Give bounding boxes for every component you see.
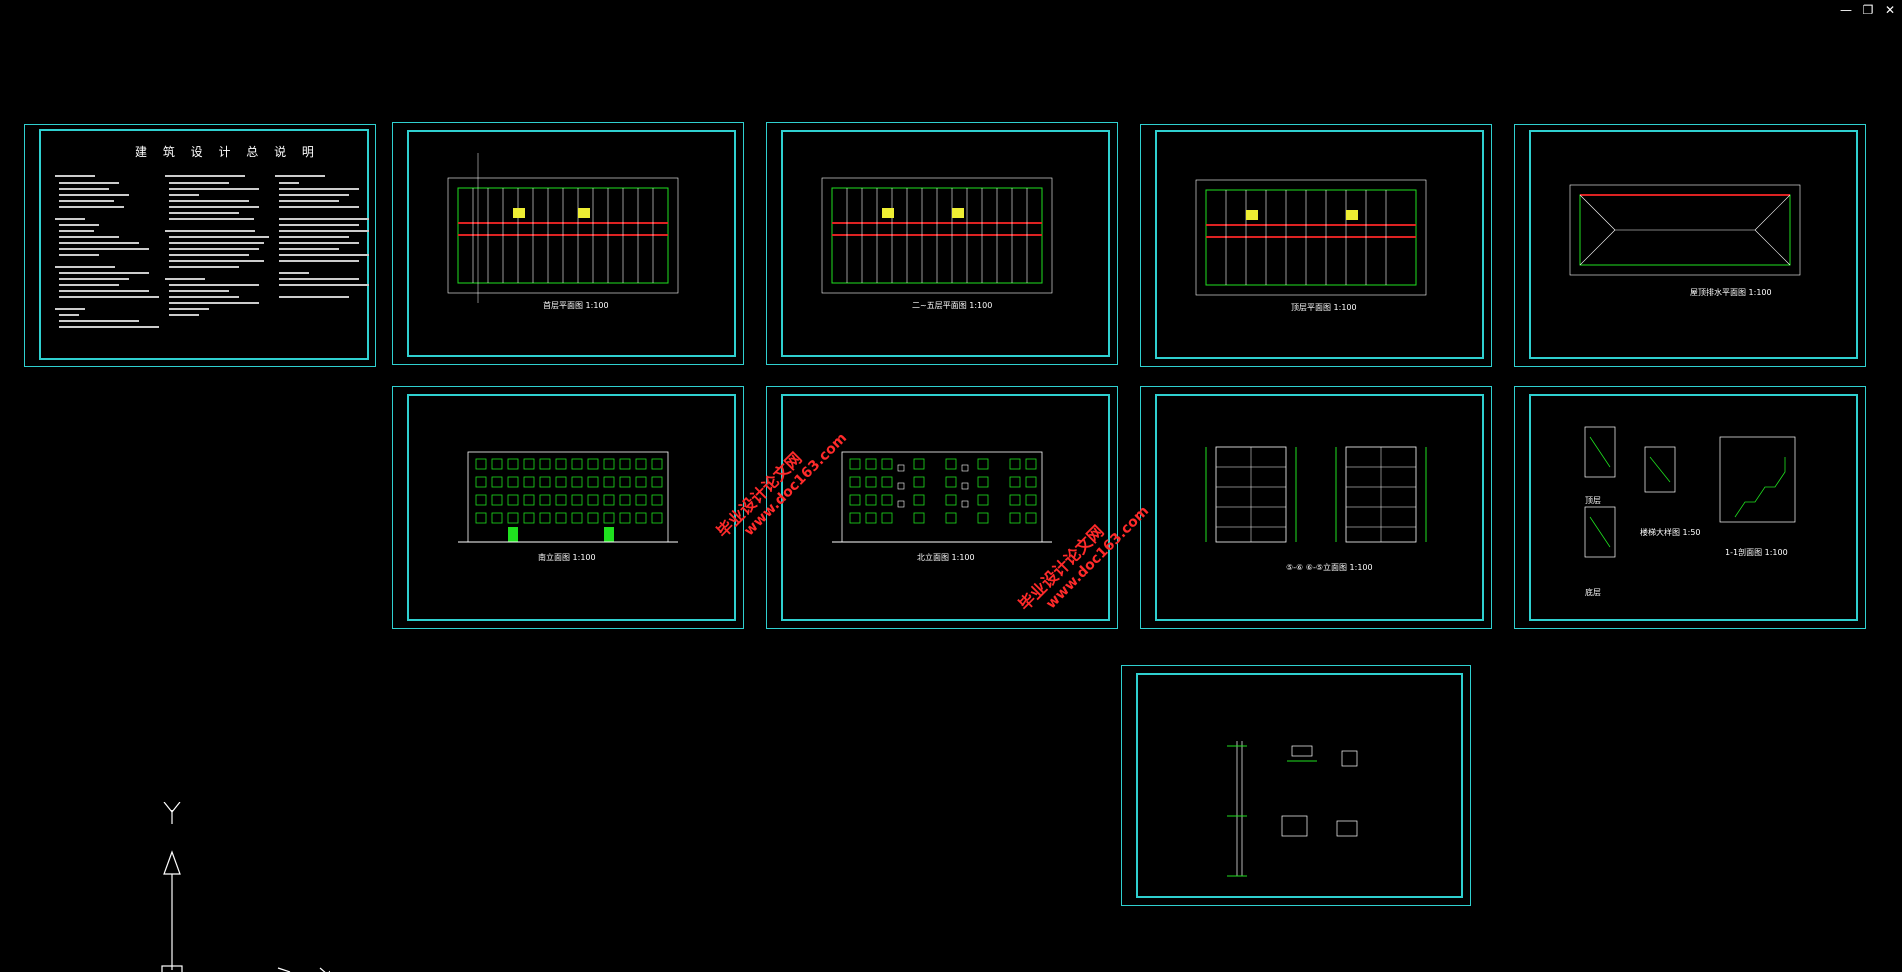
sheet-details[interactable] [1121, 665, 1471, 906]
stair-label-b: 底层 [1585, 588, 1601, 597]
plan-roof-caption: 屋顶排水平面图 1:100 [1690, 288, 1772, 297]
elev-north-caption: 北立面图 1:100 [917, 553, 975, 562]
stair-caption-plan: 楼梯大样图 1:50 [1640, 528, 1701, 537]
close-icon[interactable]: ✕ [1884, 3, 1896, 17]
elev-south-caption: 南立面图 1:100 [538, 553, 596, 562]
plan-top-drawing [1195, 179, 1427, 296]
stair-drawing [1584, 426, 1796, 558]
plan-typical-caption: 二~五层平面图 1:100 [912, 301, 993, 310]
plan-ground-drawing [447, 153, 679, 303]
elev-north-drawing [832, 451, 1052, 543]
details-drawing [1227, 741, 1358, 877]
ucs-axis-icon [161, 802, 330, 972]
plan-top-caption: 顶层平面图 1:100 [1291, 303, 1357, 312]
stair-label-a: 顶层 [1585, 496, 1601, 505]
sheet-stair[interactable]: 顶层 底层 楼梯大样图 1:50 1-1剖面图 1:100 [1514, 386, 1866, 629]
sheet-plan-typical[interactable]: 二~五层平面图 1:100 [766, 122, 1118, 365]
notes-title: 建 筑 设 计 总 说 明 [135, 145, 320, 159]
sheet-elev-north[interactable]: 北立面图 1:100 [766, 386, 1118, 629]
stair-caption-section: 1-1剖面图 1:100 [1725, 548, 1788, 557]
plan-roof-drawing [1569, 184, 1801, 276]
sheet-plan-top[interactable]: 顶层平面图 1:100 [1140, 124, 1492, 367]
notes-text-block [55, 175, 369, 328]
window-controls: — ❐ ✕ [1840, 4, 1896, 16]
sheet-elev-side[interactable]: ⑤-⑥ ⑥-⑤立面图 1:100 [1140, 386, 1492, 629]
sheet-elev-south[interactable]: 南立面图 1:100 [392, 386, 744, 629]
sheet-design-notes[interactable]: 建 筑 设 计 总 说 明 [24, 124, 376, 367]
elev-side-drawing [1205, 446, 1427, 543]
restore-icon[interactable]: ❐ [1862, 3, 1874, 17]
plan-ground-caption: 首层平面图 1:100 [543, 301, 609, 310]
elev-side-caption: ⑤-⑥ ⑥-⑤立面图 1:100 [1286, 563, 1373, 572]
sheet-plan-ground[interactable]: 首层平面图 1:100 [392, 122, 744, 365]
sheet-plan-roof[interactable]: 屋顶排水平面图 1:100 [1514, 124, 1866, 367]
elev-south-drawing [458, 451, 678, 543]
minimize-icon[interactable]: — [1840, 3, 1852, 17]
plan-typical-drawing [821, 177, 1053, 294]
